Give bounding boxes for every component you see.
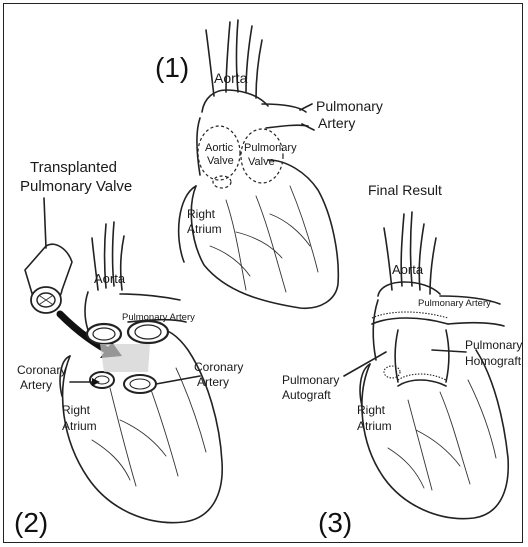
- coronary-right-label-1: Coronary: [194, 360, 243, 374]
- panel-1-right-atrium-label-1: Right: [187, 207, 216, 221]
- panel-1-pulmonary-artery-label-1: Pulmonary: [316, 98, 383, 114]
- panel-2-aorta-label: Aorta: [94, 271, 126, 286]
- panel-1-right-atrium-label-2: Atrium: [187, 222, 222, 236]
- coronary-left-label-1: Coronary: [17, 363, 66, 377]
- pulmonary-homograft-label-1: Pulmonary: [465, 338, 522, 352]
- pulmonary-autograft-label-1: Pulmonary: [282, 373, 339, 387]
- coronary-left-label-2: Artery: [20, 378, 52, 392]
- panel-3-right-atrium-label-2: Atrium: [357, 419, 392, 433]
- aortic-valve-label-1: Aortic: [205, 142, 234, 154]
- panel-3-aorta-label: Aorta: [392, 262, 424, 277]
- pulmonary-autograft-label-2: Autograft: [282, 388, 331, 402]
- final-result-label: Final Result: [368, 182, 442, 198]
- panel-2-number: (2): [14, 507, 48, 538]
- panel-1-pulmonary-artery-label-2: Artery: [318, 115, 355, 131]
- pulmonary-homograft-label-2: Homograft: [465, 354, 522, 368]
- panel-2-pulmonary-artery-label: Pulmonary Artery: [122, 312, 195, 323]
- transplanted-label-1: Transplanted: [30, 159, 117, 176]
- panel-3-pulmonary-artery-label: Pulmonary Artery: [418, 298, 491, 309]
- panel-3-right-atrium-label-1: Right: [357, 403, 386, 417]
- panel-1-number: (1): [155, 52, 189, 83]
- panel-1-aorta-label: Aorta: [214, 70, 248, 86]
- panel-2-right-atrium-label-1: Right: [62, 403, 91, 417]
- panel-2-right-atrium-label-2: Atrium: [62, 419, 97, 433]
- transplanted-valve-icon: [25, 244, 72, 313]
- aortic-valve-label-2: Valve: [207, 155, 234, 167]
- coronary-right-label-2: Artery: [197, 375, 229, 389]
- panel-3-number: (3): [318, 507, 352, 538]
- pulmonary-valve-label-2: Valve: [248, 156, 275, 168]
- panel-2-heart: [25, 198, 222, 523]
- pulmonary-valve-label-1: Pulmonary: [244, 142, 297, 154]
- transplanted-label-2: Pulmonary Valve: [20, 178, 132, 195]
